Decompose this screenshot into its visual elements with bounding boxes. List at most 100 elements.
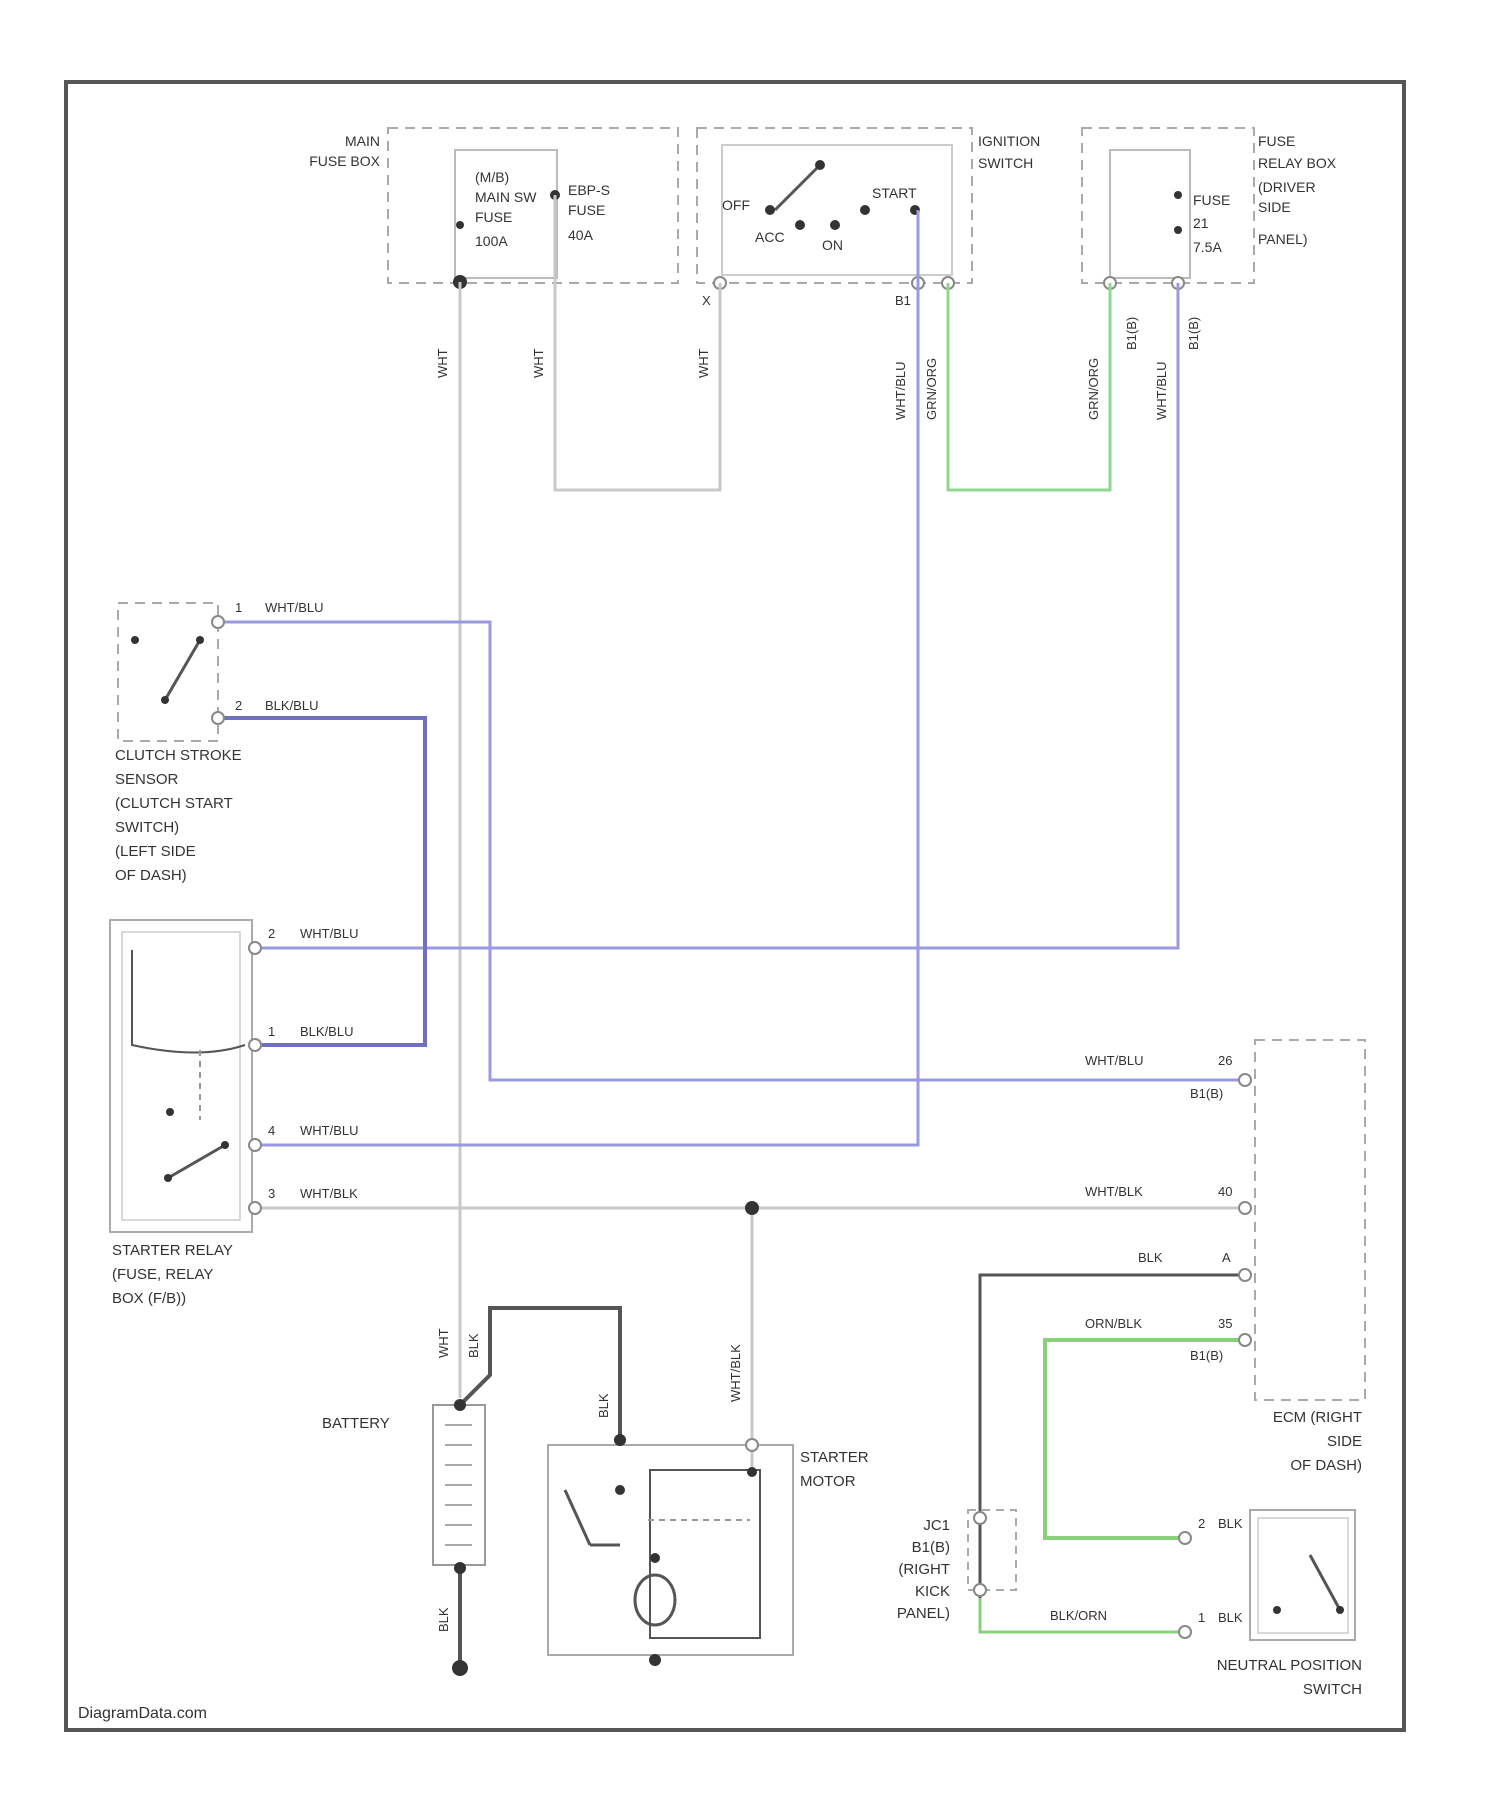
pin-ecm-b1: B1(B): [1190, 1086, 1223, 1101]
ignition-switch-contact: [775, 165, 820, 210]
starter-motor-contact: [565, 1490, 590, 1545]
starter-solenoid: [650, 1470, 760, 1638]
starter-relay: 2 WHT/BLU 1 BLK/BLU 4 WHT/BLU 3 WHT/BLK …: [110, 920, 359, 1307]
neutral-switch-inner: [1258, 1518, 1348, 1633]
neutral-terminal-1: [1179, 1626, 1191, 1638]
pin-fuse-b2: B1(B): [1186, 317, 1201, 350]
starter-motor-label-2: MOTOR: [800, 1473, 856, 1490]
neutral-switch-contact: [1310, 1555, 1340, 1610]
wire-label-bat-ground: BLK: [436, 1607, 451, 1632]
wire-clutch-1: [215, 622, 1245, 1080]
relay-terminal-2: [249, 942, 261, 954]
wire-label-relay-1: BLK/BLU: [300, 1024, 353, 1039]
ignition-switch-label-1: IGNITION: [978, 133, 1040, 149]
wire-label-wht-c: WHT: [696, 348, 711, 378]
neutral-switch-node-2: [1336, 1606, 1344, 1614]
wire-label-bat-wht: WHT: [436, 1328, 451, 1358]
pin-relay-3: 3: [268, 1186, 275, 1201]
fuse-21-node-bottom: [1174, 226, 1182, 234]
wire-label-wht-b: WHT: [531, 348, 546, 378]
starter-motor-outline: [548, 1445, 793, 1655]
starter-relay-node-2: [221, 1141, 229, 1149]
clutch-sensor-outline: [118, 603, 218, 741]
starter-relay-contact: [168, 1145, 225, 1178]
fuse-relay-box-label-4: SIDE: [1258, 199, 1291, 215]
wire-label-jc-blk-orn: BLK/ORN: [1050, 1608, 1107, 1623]
junction-ground: [452, 1660, 468, 1676]
pin-clutch-1: 1: [235, 600, 242, 615]
ecm: WHT/BLU 26 B1(B) WHT/BLK 40 BLK A ORN/BL…: [1085, 1040, 1365, 1474]
wire-label-ecm-40: WHT/BLK: [1085, 1184, 1143, 1199]
ignition-off-node: [765, 205, 775, 215]
starter-motor-node-2: [615, 1485, 625, 1495]
wire-label-neutral-1: BLK: [1218, 1610, 1243, 1625]
starter-motor-terminal: [746, 1439, 758, 1451]
relay-terminal-4: [249, 1139, 261, 1151]
fuse-relay-box-label-2: RELAY BOX: [1258, 155, 1337, 171]
ecm-label-2: SIDE: [1327, 1433, 1362, 1450]
ignition-pos-off: OFF: [722, 197, 750, 213]
clutch-sensor-label-6: OF DASH): [115, 867, 187, 884]
starter-relay-label-2: (FUSE, RELAY: [112, 1266, 213, 1283]
wire-clutch-2: [215, 718, 425, 1045]
starter-motor-label-1: STARTER: [800, 1449, 869, 1466]
pin-neutral-1: 1: [1198, 1610, 1205, 1625]
jc-terminal-2: [974, 1584, 986, 1596]
main-fuse-box-label-1: MAIN: [345, 133, 380, 149]
starter-relay-node-1: [166, 1108, 174, 1116]
wire-label-motor-wht-blk: WHT/BLK: [728, 1344, 743, 1402]
ebp-fuse-label-1: EBP-S: [568, 182, 610, 198]
ignition-acc-node: [795, 220, 805, 230]
jc-label-4: KICK: [915, 1583, 950, 1600]
watermark: DiagramData.com: [78, 1705, 207, 1722]
ebp-fuse-label-2: FUSE: [568, 202, 605, 218]
clutch-sensor-node-2: [196, 636, 204, 644]
relay-terminal-1: [249, 1039, 261, 1051]
wire-label-relay-wht-blu: WHT/BLU: [1154, 362, 1169, 421]
clutch-terminal-1: [212, 616, 224, 628]
fuse-21-inner: [1110, 150, 1190, 278]
fuse-relay-box-label-1: FUSE: [1258, 133, 1295, 149]
fuse-relay-box: FUSE RELAY BOX (DRIVER SIDE PANEL) FUSE …: [1082, 128, 1337, 283]
diagram-frame: [66, 82, 1404, 1730]
main-fuse-box-label-2: FUSE BOX: [309, 153, 380, 169]
ignition-pos-acc: ACC: [755, 229, 785, 245]
ecm-outline: [1255, 1040, 1365, 1400]
starter-relay-node-3: [164, 1174, 172, 1182]
wire-label-wht-a: WHT: [435, 348, 450, 378]
clutch-sensor-label-5: (LEFT SIDE: [115, 843, 196, 860]
clutch-sensor-label-4: SWITCH): [115, 819, 179, 836]
ignition-pos-on: ON: [822, 237, 843, 253]
pin-relay-2: 2: [268, 926, 275, 941]
wire-label-ign-grn-org: GRN/ORG: [924, 358, 939, 420]
ecm-terminal-a: [1239, 1269, 1251, 1281]
clutch-sensor-label-1: CLUTCH STROKE: [115, 747, 242, 764]
neutral-switch-outline: [1250, 1510, 1355, 1640]
wire-ign-wht-blu: [262, 210, 918, 1145]
main-fuse-label-4: 100A: [475, 233, 508, 249]
pin-ecm-26: 26: [1218, 1053, 1232, 1068]
starter-relay-label-1: STARTER RELAY: [112, 1242, 233, 1259]
wire-label-ecm-35: ORN/BLK: [1085, 1316, 1142, 1331]
neutral-terminal-2: [1179, 1532, 1191, 1544]
junction-relay-3: [745, 1201, 759, 1215]
top-terminals: X B1: [702, 277, 1184, 308]
ignition-switch: IGNITION SWITCH OFF ACC ON START: [697, 128, 1040, 283]
starter-motor-node-1: [614, 1434, 626, 1446]
starter-relay-label-3: BOX (F/B)): [112, 1290, 186, 1307]
ignition-on-node: [830, 220, 840, 230]
jc-label-1: JC1: [923, 1517, 950, 1534]
jc-label-3: (RIGHT: [898, 1561, 950, 1578]
ignition-pivot: [815, 160, 825, 170]
starter-relay-coil: [132, 950, 245, 1053]
pin-ecm-a: A: [1222, 1250, 1231, 1265]
ecm-terminal-40: [1239, 1202, 1251, 1214]
clutch-terminal-2: [212, 712, 224, 724]
clutch-sensor-label-3: (CLUTCH START: [115, 795, 233, 812]
starter-motor: STARTER MOTOR BLK WHT/BLK: [548, 1344, 869, 1666]
ignition-pos-start: START: [872, 185, 917, 201]
jc-terminal-1: [974, 1512, 986, 1524]
wire-label-bat-blk: BLK: [466, 1333, 481, 1358]
battery-positive: [454, 1399, 466, 1411]
wire-label-relay-2: WHT/BLU: [300, 926, 359, 941]
